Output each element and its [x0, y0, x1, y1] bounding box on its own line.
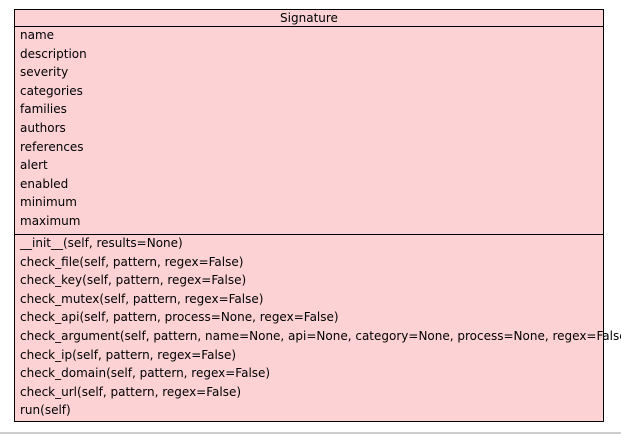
method-check-ip: check_ip(self, pattern, regex=False) [20, 347, 237, 362]
attribute-alert: alert [20, 158, 48, 173]
method-run: run(self) [20, 403, 71, 418]
method-check-url: check_url(self, pattern, regex=False) [20, 384, 242, 399]
attribute-families: families [20, 102, 67, 117]
attribute-references: references [20, 139, 84, 154]
attribute-severity: severity [20, 65, 69, 80]
attributes-compartment: name description severity categories fam… [15, 26, 603, 235]
attribute-enabled: enabled [20, 176, 69, 191]
attribute-authors: authors [20, 120, 66, 135]
attribute-name: name [20, 28, 55, 42]
uml-class-box: Signature name description severity cate… [14, 9, 621, 422]
method-check-argument: check_argument(self, pattern, name=None,… [20, 328, 621, 343]
attribute-description: description [20, 46, 87, 61]
method-check-mutex: check_mutex(self, pattern, regex=False) [20, 291, 264, 306]
class-name: Signature [15, 10, 603, 27]
method-check-domain: check_domain(self, pattern, regex=False) [20, 366, 271, 381]
method-check-api: check_api(self, pattern, process=None, r… [20, 310, 339, 325]
method-check-key: check_key(self, pattern, regex=False) [20, 273, 247, 288]
method-check-file: check_file(self, pattern, regex=False) [20, 254, 244, 269]
method-init: __init__(self, results=None) [20, 236, 183, 250]
attribute-minimum: minimum [20, 195, 77, 210]
bottom-divider [0, 432, 621, 434]
methods-compartment: __init__(self, results=None) check_file(… [15, 234, 621, 420]
attribute-categories: categories [20, 83, 83, 98]
attribute-maximum: maximum [20, 213, 81, 228]
